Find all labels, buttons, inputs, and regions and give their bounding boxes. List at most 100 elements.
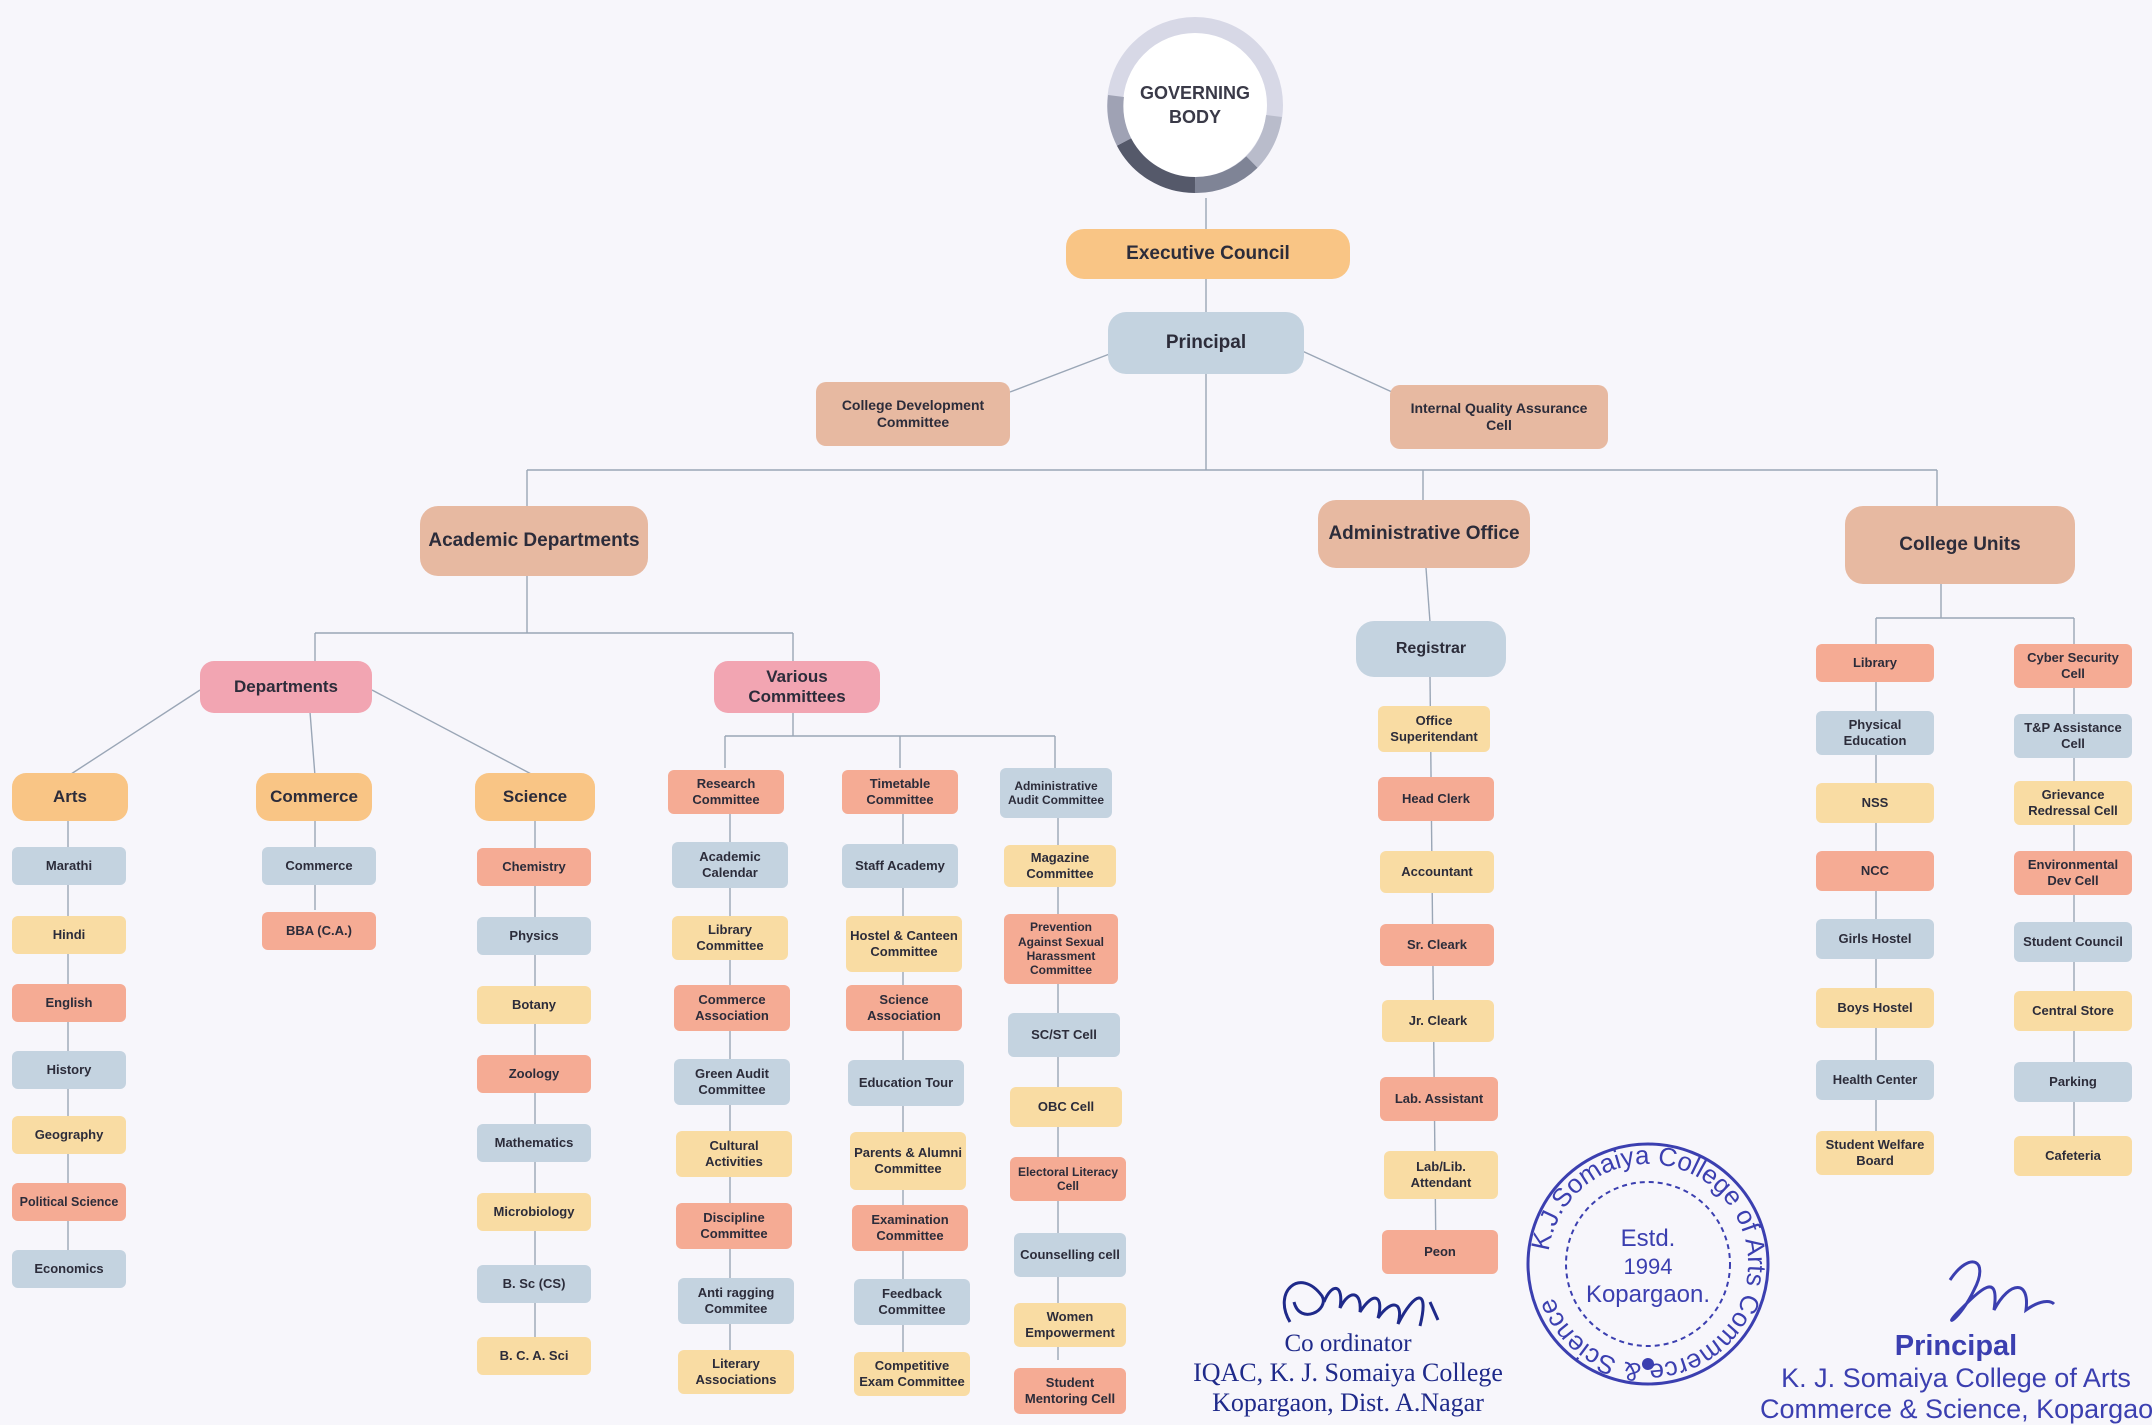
arts-item[interactable]: Hindi xyxy=(12,916,126,954)
unit-item[interactable]: Boys Hostel xyxy=(1816,988,1934,1028)
principal-sign-college: K. J. Somaiya College of Arts xyxy=(1781,1363,2131,1393)
arts-item[interactable]: Geography xyxy=(12,1116,126,1154)
committee-item[interactable]: Prevention Against Sexual Harassment Com… xyxy=(1004,914,1118,984)
unit-item[interactable]: Cyber Security Cell xyxy=(2014,644,2132,688)
committee-item[interactable]: Counselling cell xyxy=(1014,1233,1126,1277)
admin-item-label: Accountant xyxy=(1401,864,1473,880)
committee-item[interactable]: Commerce Association xyxy=(674,985,790,1031)
committee-item[interactable]: Library Committee xyxy=(672,916,788,960)
college-development-committee-node[interactable]: College Development Committee xyxy=(816,382,1010,446)
committee-item[interactable]: OBC Cell xyxy=(1010,1087,1122,1127)
committee-item[interactable]: Magazine Committee xyxy=(1004,845,1116,887)
science-item[interactable]: Chemistry xyxy=(477,848,591,886)
admin-item[interactable]: Lab/Lib. Attendant xyxy=(1384,1151,1498,1199)
unit-item-label: Parking xyxy=(2049,1074,2097,1090)
unit-item[interactable]: Parking xyxy=(2014,1062,2132,1102)
committee-item[interactable]: Administrative Audit Committee xyxy=(1000,768,1112,818)
principal-sign-address: Commerce & Science, Kopargaon xyxy=(1760,1394,2152,1424)
unit-item[interactable]: T&P Assistance Cell xyxy=(2014,714,2132,758)
committee-item[interactable]: Student Mentoring Cell xyxy=(1014,1368,1126,1414)
committee-item[interactable]: Science Association xyxy=(846,985,962,1031)
unit-item[interactable]: Girls Hostel xyxy=(1816,919,1934,959)
unit-item[interactable]: Student Welfare Board xyxy=(1816,1131,1934,1175)
principal-label: Principal xyxy=(1165,331,1247,353)
arts-node[interactable]: Arts xyxy=(12,773,128,821)
committee-item[interactable]: Academic Calendar xyxy=(672,842,788,888)
arts-item-label: English xyxy=(45,995,93,1011)
unit-item-label: Student Council xyxy=(2023,934,2123,950)
unit-item[interactable]: Grievance Redressal Cell xyxy=(2014,781,2132,825)
committee-item[interactable]: Education Tour xyxy=(848,1060,964,1106)
science-item-label: Botany xyxy=(511,997,557,1013)
unit-item[interactable]: Central Store xyxy=(2014,991,2132,1031)
committee-item-label: OBC Cell xyxy=(1037,1099,1095,1115)
administrative-office-node[interactable]: Administrative Office xyxy=(1318,500,1530,568)
principal-node[interactable]: Principal xyxy=(1108,312,1304,374)
unit-item-label: Cyber Security Cell xyxy=(2027,650,2119,681)
science-item[interactable]: Physics xyxy=(477,917,591,955)
committee-item[interactable]: Staff Academy xyxy=(842,844,958,888)
science-item[interactable]: Mathematics xyxy=(477,1124,591,1162)
executive-council-node[interactable]: Executive Council xyxy=(1066,229,1350,279)
arts-item[interactable]: English xyxy=(12,984,126,1022)
committee-item[interactable]: Timetable Committee xyxy=(842,770,958,814)
committee-item[interactable]: SC/ST Cell xyxy=(1008,1013,1120,1057)
arts-item[interactable]: History xyxy=(12,1051,126,1089)
committee-item-label: Timetable Committee xyxy=(866,776,934,807)
admin-item-label: Head Clerk xyxy=(1402,791,1470,807)
arts-item[interactable]: Political Science xyxy=(12,1183,126,1221)
unit-item[interactable]: Student Council xyxy=(2014,922,2132,962)
committee-item-label: Student Mentoring Cell xyxy=(1024,1375,1116,1406)
committee-item[interactable]: Examination Committee xyxy=(852,1205,968,1251)
unit-item[interactable]: NSS xyxy=(1816,783,1934,823)
svg-text:1994: 1994 xyxy=(1624,1254,1673,1279)
various-committees-node[interactable]: Various Committees xyxy=(714,661,880,713)
committee-item[interactable]: Parents & Alumni Committee xyxy=(850,1132,966,1190)
committee-item[interactable]: Hostel & Canteen Committee xyxy=(846,916,962,972)
academic-departments-node[interactable]: Academic Departments xyxy=(420,506,648,576)
committee-item[interactable]: Literary Associations xyxy=(678,1350,794,1394)
science-item[interactable]: B. Sc (CS) xyxy=(477,1265,591,1303)
commerce-node[interactable]: Commerce xyxy=(256,773,372,821)
admin-item[interactable]: Lab. Assistant xyxy=(1380,1077,1498,1121)
principal-signature-graphic xyxy=(1948,1260,2056,1322)
arts-item[interactable]: Marathi xyxy=(12,847,126,885)
committee-item[interactable]: Cultural Activities xyxy=(676,1131,792,1177)
commerce-item[interactable]: BBA (C.A.) xyxy=(262,912,376,950)
committee-item[interactable]: Anti ragging Commitee xyxy=(678,1278,794,1324)
admin-item[interactable]: Head Clerk xyxy=(1378,777,1494,821)
science-item[interactable]: Zoology xyxy=(477,1055,591,1093)
committee-item-label: Counselling cell xyxy=(1020,1247,1120,1263)
admin-item[interactable]: Office Superitendant xyxy=(1378,706,1490,752)
committee-item[interactable]: Green Audit Committee xyxy=(674,1059,790,1105)
admin-item[interactable]: Accountant xyxy=(1380,851,1494,893)
departments-node[interactable]: Departments xyxy=(200,661,372,713)
unit-item[interactable]: Health Center xyxy=(1816,1060,1934,1100)
committee-item[interactable]: Feedback Committee xyxy=(854,1279,970,1325)
science-item[interactable]: Botany xyxy=(477,986,591,1024)
commerce-item[interactable]: Commerce xyxy=(262,847,376,885)
registrar-node[interactable]: Registrar xyxy=(1356,621,1506,677)
admin-item[interactable]: Sr. Cleark xyxy=(1380,924,1494,966)
admin-item[interactable]: Peon xyxy=(1382,1230,1498,1274)
science-item[interactable]: Microbiology xyxy=(477,1193,591,1231)
admin-item[interactable]: Jr. Cleark xyxy=(1382,1000,1494,1042)
science-node[interactable]: Science xyxy=(475,773,595,821)
unit-item[interactable]: Physical Education xyxy=(1816,711,1934,755)
committee-item[interactable]: Discipline Committee xyxy=(676,1203,792,1249)
college-units-node[interactable]: College Units xyxy=(1845,506,2075,584)
science-item-label: B. Sc (CS) xyxy=(502,1276,566,1292)
unit-item[interactable]: Environmental Dev Cell xyxy=(2014,851,2132,895)
unit-item[interactable]: NCC xyxy=(1816,851,1934,891)
committee-item[interactable]: Research Committee xyxy=(668,770,784,814)
admin-item-label: Lab. Assistant xyxy=(1394,1091,1484,1107)
arts-item[interactable]: Economics xyxy=(12,1250,126,1288)
unit-item[interactable]: Library xyxy=(1816,644,1934,682)
committee-item[interactable]: Women Empowerment xyxy=(1014,1303,1126,1347)
committee-item[interactable]: Competitive Exam Committee xyxy=(854,1352,970,1396)
committee-item[interactable]: Electoral Literacy Cell xyxy=(1010,1157,1126,1201)
science-item[interactable]: B. C. A. Sci xyxy=(477,1337,591,1375)
iqac-node[interactable]: Internal Quality Assurance Cell xyxy=(1390,385,1608,449)
unit-item[interactable]: Cafeteria xyxy=(2014,1136,2132,1176)
